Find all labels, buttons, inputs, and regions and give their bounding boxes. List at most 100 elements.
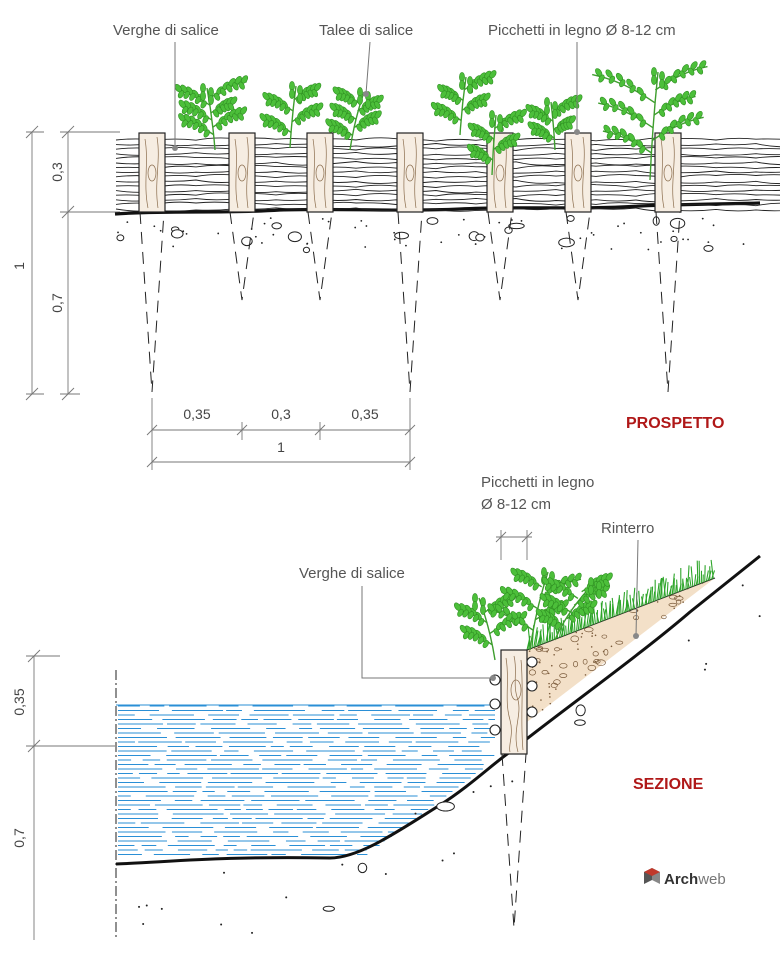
- backfill-grain: [575, 632, 577, 634]
- grass-blade: [566, 626, 567, 635]
- backfill-grain: [581, 633, 583, 635]
- soil-grain: [322, 218, 324, 220]
- grass-blade: [639, 591, 640, 607]
- plant-leaf: [467, 84, 472, 93]
- soil-grain: [759, 615, 761, 617]
- plant-leaf: [497, 122, 502, 131]
- section-stake-dimension: [496, 530, 532, 560]
- plant-leaf: [651, 75, 656, 84]
- dim-span-total: 1: [277, 439, 285, 455]
- elevation-view: 0,3 0,7 1 Verghe di salice Talee di sali…: [11, 22, 780, 470]
- pebble: [117, 235, 124, 241]
- pebble: [427, 218, 438, 225]
- backfill-grain: [679, 595, 681, 597]
- section-water: [116, 705, 500, 855]
- leader-dot-section-verghe: [490, 675, 496, 681]
- soil-grain: [117, 232, 119, 234]
- willow-rod-section: [490, 699, 500, 709]
- elevation-vertical-dimensions: 0,3 0,7 1: [11, 126, 120, 400]
- soil-grain: [473, 791, 475, 793]
- section-stake: [501, 650, 527, 928]
- willow-rod-section: [527, 657, 537, 667]
- grass-blade: [618, 602, 619, 615]
- grass-blade: [620, 600, 621, 614]
- soil-grain: [593, 234, 595, 236]
- leader-dot-talee: [363, 91, 369, 97]
- grass-blade: [667, 582, 668, 596]
- soil-grain: [270, 217, 272, 219]
- pebble: [288, 232, 301, 242]
- soil-grain: [255, 236, 257, 238]
- willow-cutting: [592, 59, 707, 180]
- soil-grain: [264, 223, 266, 225]
- section-stake-underground: [502, 754, 526, 928]
- soil-grain: [415, 813, 417, 815]
- soil-grain: [223, 872, 225, 874]
- soil-grain: [490, 785, 492, 787]
- pebble: [670, 218, 684, 228]
- backfill-grain: [529, 650, 531, 652]
- leader-dot-verghe: [172, 145, 178, 151]
- soil-grain: [453, 852, 455, 854]
- soil-grain: [364, 246, 366, 248]
- soil-grain: [687, 239, 689, 241]
- soil-grain: [306, 243, 308, 245]
- soil-grain: [463, 219, 465, 221]
- stake-underground: [140, 212, 164, 392]
- backfill-grain: [549, 696, 551, 698]
- grass-blade: [646, 594, 647, 604]
- backfill-grain: [682, 601, 684, 603]
- soil-grain: [647, 249, 649, 251]
- section-label-verghe: Verghe di salice: [299, 565, 405, 582]
- archweb-logo-icon: [644, 868, 660, 884]
- backfill-grain: [577, 648, 579, 650]
- leader-talee: [366, 42, 370, 94]
- backfill-grain: [581, 636, 583, 638]
- pebble: [704, 245, 713, 251]
- label-picchetti: Picchetti in legno Ø 8-12 cm: [488, 22, 676, 39]
- soil-pebble: [358, 863, 367, 872]
- pebble: [559, 238, 575, 247]
- pebble: [476, 234, 485, 241]
- grass-blade: [691, 566, 693, 586]
- backfill-grain: [548, 683, 550, 685]
- dim-span-b: 0,3: [271, 406, 291, 422]
- backfill-grain: [595, 661, 597, 663]
- soil-grain: [161, 908, 163, 910]
- soil-grain: [261, 242, 263, 244]
- backfill-grain: [591, 635, 593, 637]
- soil-grain: [660, 241, 662, 243]
- soil-grain: [360, 220, 362, 222]
- soil-grain: [393, 232, 395, 234]
- archweb-logo: Archweb: [644, 868, 726, 888]
- plant-leaf: [552, 109, 557, 118]
- backfill-grain: [597, 660, 599, 662]
- soil-grain: [146, 905, 148, 907]
- dim-total-1: 1: [11, 262, 27, 270]
- backfill-grain: [538, 647, 540, 649]
- stake: [397, 133, 423, 212]
- soil-grain: [328, 221, 330, 223]
- soil-grain: [366, 225, 368, 227]
- soil-grain: [160, 230, 162, 232]
- section-label-picchetti-line2: Ø 8-12 cm: [481, 496, 551, 513]
- section-stake-body: [501, 650, 527, 754]
- soil-pebble: [437, 802, 455, 811]
- soil-grain: [186, 233, 188, 235]
- willow-cutting: [430, 69, 498, 135]
- stake: [565, 133, 591, 212]
- pebble: [303, 247, 309, 252]
- backfill-grain: [603, 651, 605, 653]
- grass-blade: [630, 595, 631, 610]
- backfill-grain: [549, 693, 551, 695]
- soil-grain: [217, 233, 219, 235]
- plant-leaf: [659, 79, 664, 88]
- backfill-grain: [553, 654, 555, 656]
- soil-pebble: [575, 720, 586, 726]
- elevation-soil: [117, 215, 744, 252]
- soil-grain: [591, 232, 593, 234]
- soil-grain: [126, 221, 128, 223]
- soil-grain: [704, 669, 706, 671]
